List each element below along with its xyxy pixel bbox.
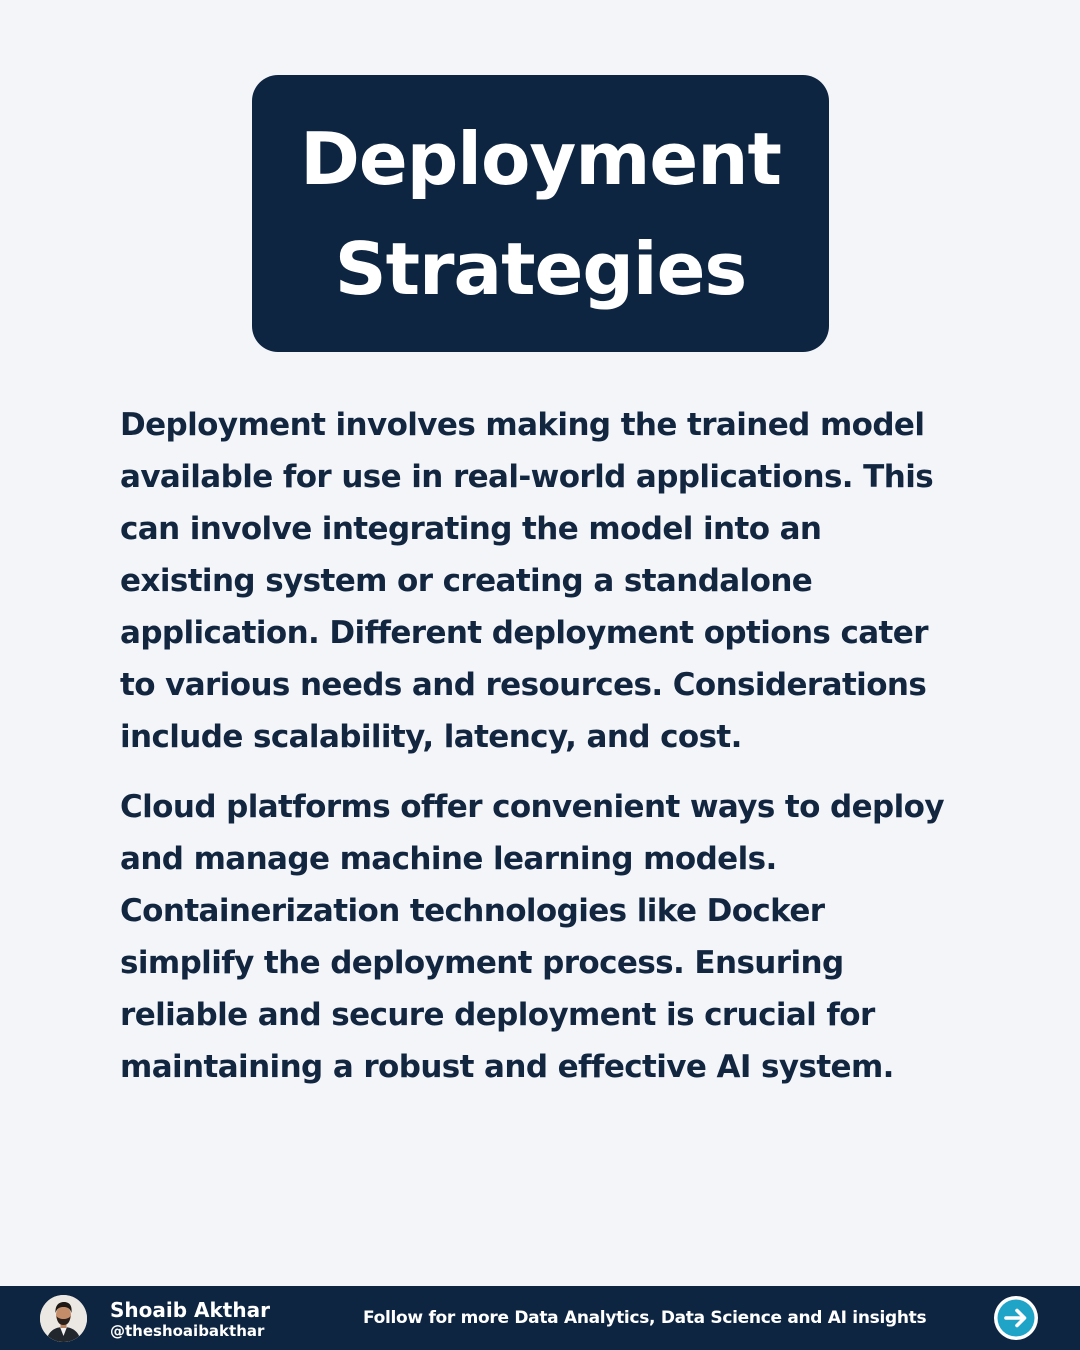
paragraph-2-line: Containerization technologies like Docke… [120, 893, 825, 929]
follow-cta-text: Follow for more Data Analytics, Data Sci… [363, 1308, 927, 1328]
avatar-portrait-icon [40, 1295, 87, 1342]
paragraph-2-line: maintaining a robust and effective AI sy… [120, 1049, 894, 1085]
next-button[interactable] [992, 1294, 1040, 1342]
body-text: Deployment involves making the trained m… [120, 399, 970, 1093]
title-line-1: Deployment [300, 116, 782, 201]
title-line-2: Strategies [334, 226, 748, 311]
title-card: Deployment Strategies [252, 75, 829, 352]
paragraph-2-line: Cloud platforms offer convenient ways to… [120, 789, 945, 825]
paragraph-1-line: to various needs and resources. Consider… [120, 667, 927, 703]
paragraph-1-line: include scalability, latency, and cost. [120, 719, 742, 755]
paragraph-2-line: reliable and secure deployment is crucia… [120, 997, 875, 1033]
avatar[interactable] [40, 1295, 87, 1342]
arrow-right-circle-icon [994, 1296, 1038, 1340]
paragraph-1-line: can involve integrating the model into a… [120, 511, 822, 547]
paragraph-1-line: available for use in real-world applicat… [120, 459, 934, 495]
paragraph-1-line: application. Different deployment option… [120, 615, 929, 651]
author-name: Shoaib Akthar [110, 1298, 270, 1322]
paragraph-1-line: Deployment involves making the trained m… [120, 407, 925, 443]
paragraph-2-line: simplify the deployment process. Ensurin… [120, 945, 844, 981]
paragraph-1-line: existing system or creating a standalone [120, 563, 813, 599]
author-handle: @theshoaibakthar [110, 1322, 265, 1340]
footer-bar: Shoaib Akthar @theshoaibakthar Follow fo… [0, 1286, 1080, 1350]
paragraph-2: Cloud platforms offer convenient ways to… [120, 781, 970, 1093]
paragraph-1: Deployment involves making the trained m… [120, 399, 970, 763]
paragraph-2-line: and manage machine learning models. [120, 841, 777, 877]
